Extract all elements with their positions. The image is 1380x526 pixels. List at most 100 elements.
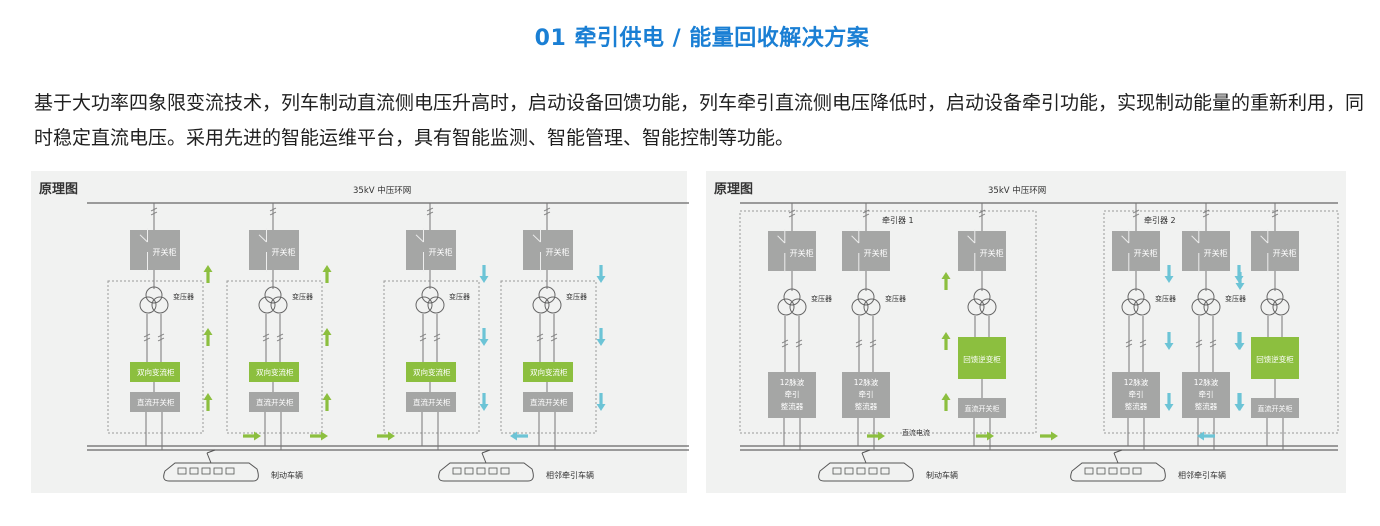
train-window	[488, 467, 498, 475]
train-window	[464, 467, 474, 475]
cable-break-mark	[536, 333, 544, 338]
dc-switch-box	[523, 392, 573, 412]
cable-break-mark	[550, 337, 558, 342]
train-window	[225, 467, 235, 475]
transformer-icon	[544, 296, 562, 314]
cable-break-mark	[1132, 213, 1140, 218]
switchgear-label: 开关柜	[790, 248, 814, 258]
substation-1-label: 牵引器 1	[882, 215, 914, 225]
transformer-icon	[777, 298, 795, 316]
cable-break-mark	[1209, 339, 1217, 344]
switchgear-label: 开关柜	[864, 248, 888, 258]
switchgear-box	[249, 230, 299, 270]
pantograph	[861, 449, 871, 454]
inverter-label: 回馈逆变柜	[1256, 354, 1294, 364]
switchgear-box	[958, 231, 1006, 271]
train-body	[438, 462, 534, 482]
switchgear-box	[842, 231, 890, 271]
train-window	[201, 467, 211, 475]
cable-break-mark	[795, 339, 803, 344]
transformer-label: 变压器	[173, 292, 194, 301]
rectifier-label: 12脉波	[1124, 377, 1149, 387]
rectifier-label: 12脉波	[854, 377, 879, 387]
switchgear-label: 开关柜	[980, 248, 1004, 258]
rectifier-label: 12脉波	[1194, 377, 1219, 387]
substation-boundary	[107, 280, 204, 434]
cable-break-mark	[788, 209, 796, 214]
train-window	[1084, 467, 1094, 475]
switchgear-box	[130, 230, 180, 270]
power-flow-arrow-right	[310, 431, 328, 441]
switchgear-label: 开关柜	[153, 247, 177, 257]
cable-break-mark	[262, 337, 270, 342]
train-window	[1108, 467, 1118, 475]
train-window	[868, 467, 878, 475]
cable-break-mark	[869, 343, 877, 348]
left-diagram-panel: 原理图 35kV 中压环网开关柜变压器双向变流柜直流开关柜开关柜变压器双向变流柜…	[31, 171, 689, 493]
feedback-inverter-box	[958, 337, 1006, 379]
cable-break-mark	[150, 211, 158, 216]
train-window	[500, 467, 510, 475]
pantograph	[481, 452, 487, 464]
switchgear-box	[1112, 231, 1160, 271]
switchgear-label: 开关柜	[272, 247, 296, 257]
cable-break-mark	[1132, 209, 1140, 214]
train-icon	[438, 449, 534, 482]
train-window	[880, 467, 890, 475]
traction-substation-2-boundary	[1103, 210, 1339, 434]
power-flow-arrow-up	[941, 332, 951, 350]
dc-switch-box	[958, 398, 1006, 418]
pantograph	[861, 452, 867, 464]
dc-switch-box	[1251, 398, 1299, 418]
power-flow-arrow-down	[1235, 393, 1245, 411]
switchgear-box	[1251, 231, 1299, 271]
cable-break-mark	[1202, 209, 1210, 214]
switchgear-label: 开关柜	[1273, 248, 1297, 258]
train-label: 制动车辆	[271, 470, 303, 480]
converter-label: 双向变流柜	[413, 367, 451, 377]
power-flow-arrow-up	[941, 272, 951, 290]
cable-break-mark	[978, 209, 986, 214]
cable-break-mark	[1271, 209, 1279, 214]
dc-switch-box	[249, 392, 299, 412]
cable-break-mark	[269, 211, 277, 216]
pantograph	[1113, 452, 1119, 464]
cable-break-mark	[269, 207, 277, 212]
transformer-icon	[851, 298, 869, 316]
switchgear-label: 开关柜	[429, 247, 453, 257]
bidirectional-converter-box	[130, 362, 180, 382]
train-icon	[1070, 449, 1166, 482]
dc-switch-box	[130, 392, 180, 412]
transformer-icon	[1127, 288, 1145, 306]
transformer-label: 变压器	[1155, 294, 1176, 303]
cable-break-mark	[419, 333, 427, 338]
left-diagram-svg: 35kV 中压环网开关柜变压器双向变流柜直流开关柜开关柜变压器双向变流柜直流开关…	[87, 185, 689, 482]
cable-break-mark	[543, 207, 551, 212]
rectifier-label: 牵引	[1199, 389, 1214, 399]
transformer-label: 变压器	[811, 294, 832, 303]
transformer-icon	[857, 288, 875, 306]
transformer-icon	[270, 296, 288, 314]
cable-break-mark	[1125, 339, 1133, 344]
train-window	[452, 467, 462, 475]
rectifier-box	[768, 372, 816, 418]
inverter-label: 回馈逆变柜	[963, 354, 1001, 364]
cable-break-mark	[433, 333, 441, 338]
switchgear-label: 开关柜	[546, 247, 570, 257]
cable-break-mark	[419, 337, 427, 342]
cable-break-mark	[1125, 343, 1133, 348]
switch-blade	[967, 235, 976, 244]
train-body	[163, 462, 259, 482]
cable-break-mark	[862, 213, 870, 218]
transformer-icon	[1197, 288, 1215, 306]
dc-switch-label: 直流开关柜	[965, 404, 1000, 413]
cable-break-mark	[781, 339, 789, 344]
train-window	[476, 467, 486, 475]
rectifier-box	[1182, 372, 1230, 418]
